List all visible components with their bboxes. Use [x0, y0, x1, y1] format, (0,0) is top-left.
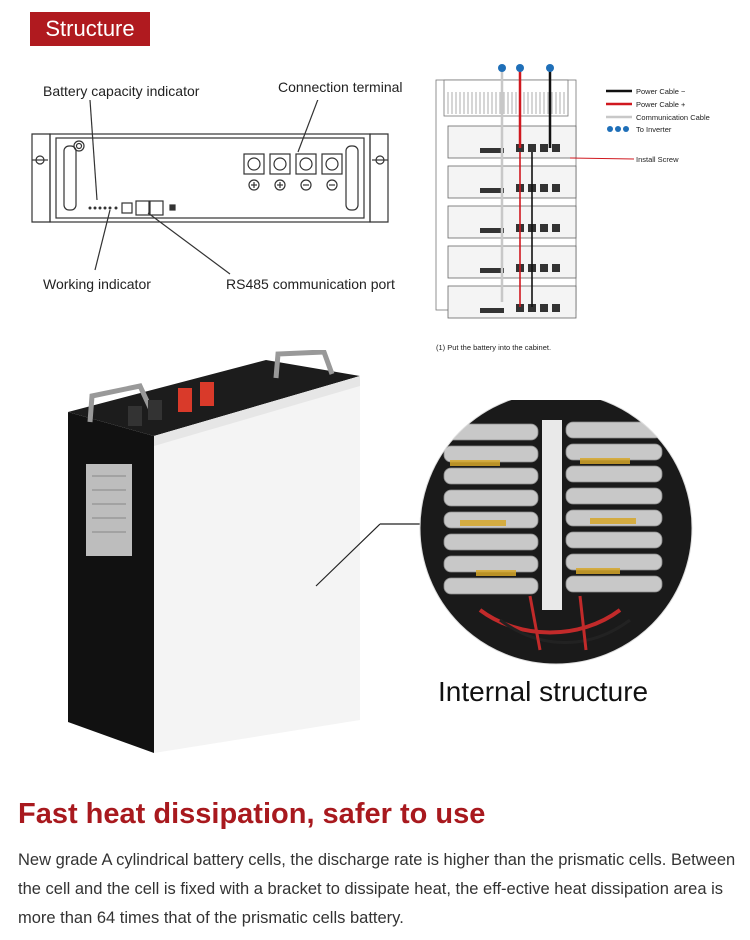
heat-section-title: Fast heat dissipation, safer to use — [18, 798, 486, 830]
legend-power-positive: Power Cable + — [636, 100, 686, 109]
battery-product-image — [68, 350, 380, 753]
legend-power-negative: Power Cable − — [636, 87, 686, 96]
label-working-indicator: Working indicator — [43, 276, 151, 292]
legend-to-inverter: To Inverter — [636, 125, 672, 134]
internal-structure-caption: Internal structure — [438, 676, 649, 707]
legend-communication-cable: Communication Cable — [636, 113, 710, 122]
structure-badge: Structure — [30, 12, 150, 46]
heat-section-description: New grade A cylindrical battery cells, t… — [18, 851, 736, 927]
internal-structure-image — [380, 400, 693, 665]
legend-install-screw: Install Screw — [636, 155, 679, 164]
front-panel-diagram — [31, 100, 389, 275]
cabinet-caption: (1) Put the battery into the cabinet. — [436, 343, 551, 352]
label-connection-terminal: Connection terminal — [278, 79, 403, 95]
label-rs485-port: RS485 communication port — [226, 276, 395, 292]
label-battery-capacity-indicator: Battery capacity indicator — [43, 83, 200, 99]
cabinet-wiring-diagram: Power Cable − Power Cable + Communicatio… — [435, 64, 710, 352]
